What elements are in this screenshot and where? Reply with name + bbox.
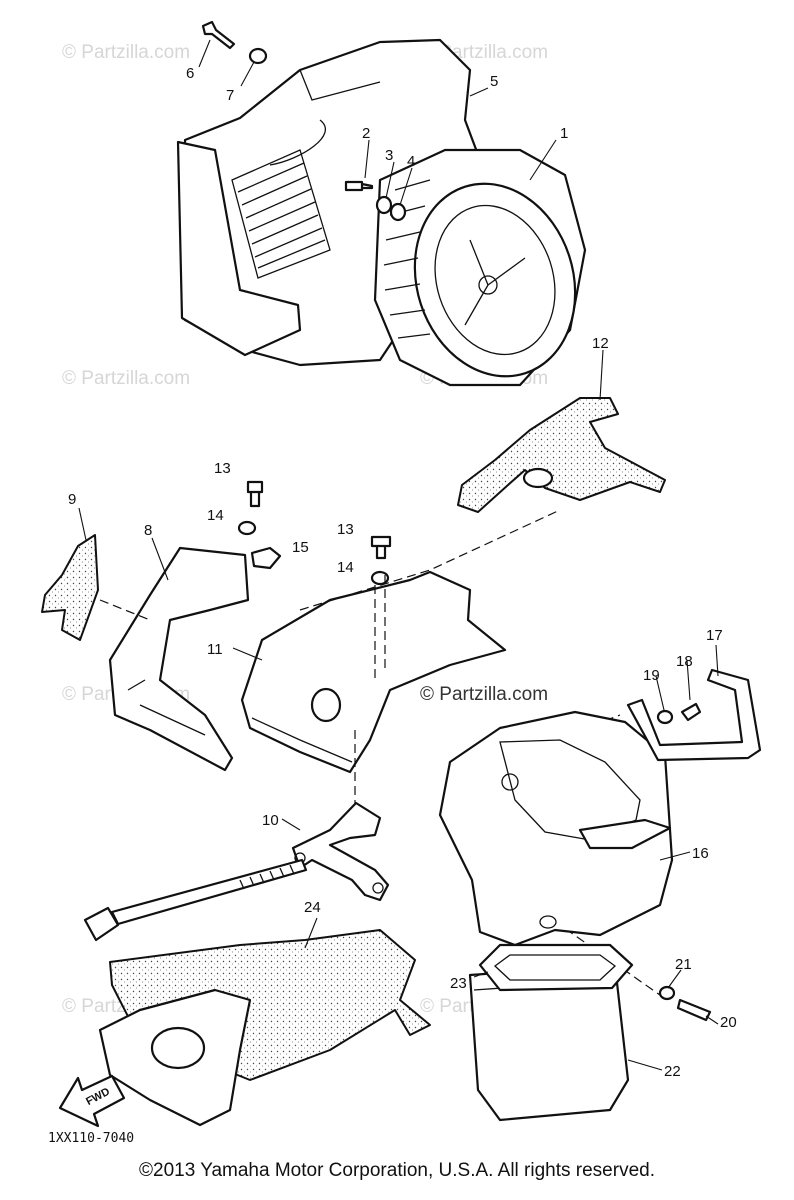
part-washer-14[interactable]: [237, 520, 257, 536]
callout-19: 19: [643, 667, 660, 684]
part-bolt-13[interactable]: [246, 480, 264, 508]
part-bolt-6[interactable]: [201, 20, 236, 50]
callout-23: 23: [450, 975, 467, 992]
part-washer-19[interactable]: [656, 709, 674, 725]
callout-10: 10: [262, 812, 279, 829]
callout-13b: 13: [337, 521, 354, 538]
callout-6: 6: [186, 65, 194, 82]
part-lower-cover-24[interactable]: [98, 929, 431, 1127]
callout-3: 3: [385, 147, 393, 164]
part-bolt-13b[interactable]: [370, 535, 392, 560]
part-washer-4[interactable]: [389, 202, 407, 222]
callout-8: 8: [144, 522, 152, 539]
callout-5: 5: [490, 73, 498, 90]
part-bolt-18[interactable]: [680, 702, 702, 722]
copyright-footer: ©2013 Yamaha Motor Corporation, U.S.A. A…: [139, 1160, 655, 1181]
part-cover-8[interactable]: [108, 546, 250, 772]
callout-15: 15: [292, 539, 309, 556]
part-long-bolt[interactable]: [83, 858, 308, 942]
watermark-text-center: © Partzilla.com: [420, 684, 548, 705]
part-screw-2[interactable]: [344, 180, 374, 192]
part-housing-16[interactable]: [438, 710, 674, 947]
fwd-arrow-icon: FWD: [58, 1074, 126, 1128]
callout-2: 2: [362, 125, 370, 142]
callout-16: 16: [692, 845, 709, 862]
callout-12: 12: [592, 335, 609, 352]
callout-21: 21: [675, 956, 692, 973]
callout-13: 13: [214, 460, 231, 477]
callout-14b: 14: [337, 559, 354, 576]
callout-11: 11: [207, 641, 223, 658]
watermark-text: © Partzilla.com: [62, 368, 190, 389]
drawing-code: 1XX110-7040: [48, 1131, 134, 1146]
part-cowling-11[interactable]: [240, 570, 507, 774]
part-cover-12[interactable]: [457, 397, 666, 513]
callout-14: 14: [207, 507, 224, 524]
callout-numbers: 1 2 3 4 5 6 7 8 9 10 11 12 13 14 15 16 1…: [68, 65, 737, 1080]
callout-18: 18: [676, 653, 693, 670]
part-washer-21[interactable]: [658, 985, 676, 1001]
callout-17: 17: [706, 627, 723, 644]
part-bolt-20[interactable]: [676, 998, 712, 1022]
callout-7: 7: [226, 87, 234, 104]
part-handle-17[interactable]: [626, 668, 762, 762]
part-bracket-10[interactable]: [291, 801, 390, 902]
callout-20: 20: [720, 1014, 737, 1031]
part-flywheel-fan[interactable]: [373, 148, 599, 397]
part-washer-14b[interactable]: [370, 570, 390, 586]
callout-4: 4: [407, 153, 415, 170]
callout-9: 9: [68, 491, 76, 508]
part-plate-9[interactable]: [41, 534, 99, 641]
watermark-text: © Partzilla.com: [62, 42, 190, 63]
callout-24: 24: [304, 899, 321, 916]
leader-lines: [78, 39, 719, 1071]
callout-1: 1: [560, 125, 568, 142]
part-clip-15[interactable]: [250, 546, 282, 570]
part-washer-7[interactable]: [248, 47, 268, 65]
callout-22: 22: [664, 1063, 681, 1080]
part-washer-3[interactable]: [375, 195, 393, 215]
part-gasket-23[interactable]: [478, 943, 634, 992]
